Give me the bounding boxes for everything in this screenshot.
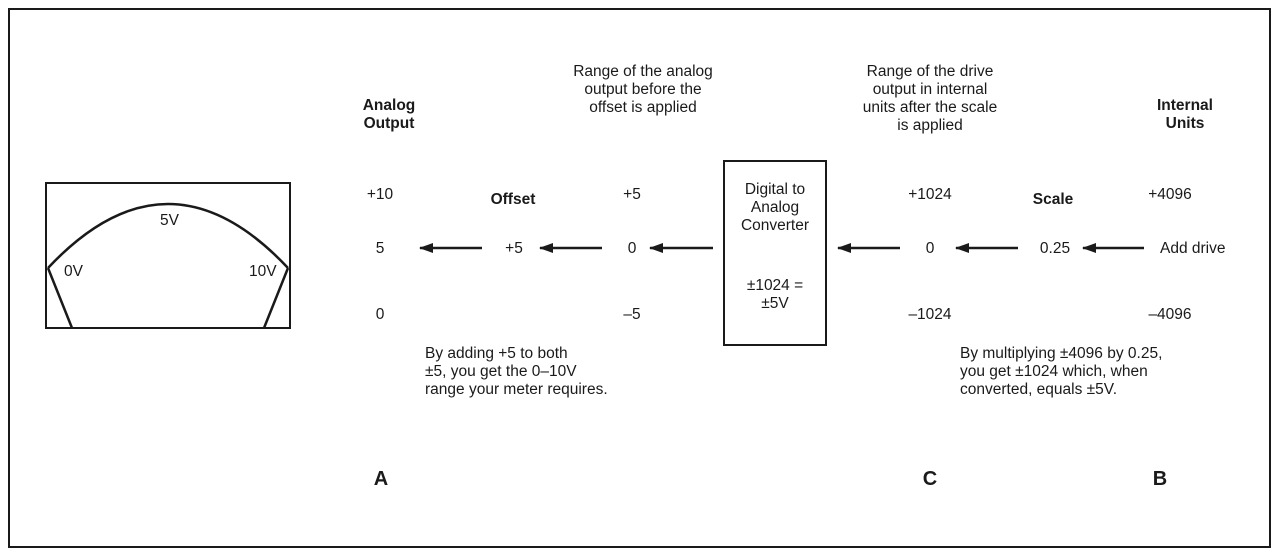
converter-line4: ±1024 = <box>746 277 804 294</box>
analog-meter <box>45 182 291 329</box>
after-scale-caption-line1: Range of the drive <box>866 63 994 80</box>
converter-line2: Analog <box>750 199 800 216</box>
label-c: C <box>922 468 938 490</box>
before-offset-bottom: –5 <box>623 306 641 323</box>
before-offset-caption: Range of the analog output before the of… <box>548 63 738 117</box>
meter-5v-label: 5V <box>160 212 179 229</box>
diagram-graphics <box>45 160 1144 346</box>
analog-output-heading: Analog Output <box>354 97 424 133</box>
internal-units-heading-line2: Units <box>1165 115 1205 132</box>
after-scale-bottom: –1024 <box>908 306 952 323</box>
after-scale-caption-line4: is applied <box>897 117 963 134</box>
analog-output-middle: 5 <box>375 240 385 257</box>
internal-units-top: +4096 <box>1148 186 1192 203</box>
scale-note: By multiplying ±4096 by 0.25, you get ±1… <box>960 345 1162 399</box>
meter-arc <box>47 202 289 269</box>
offset-value: +5 <box>505 240 523 257</box>
offset-note-line3: range your meter requires. <box>425 381 608 398</box>
add-drive-label: Add drive <box>1160 240 1226 257</box>
internal-units-bottom: –4096 <box>1148 306 1192 323</box>
converter-equation: ±1024 = ±5V <box>726 277 824 313</box>
meter-right-edge <box>262 267 290 329</box>
offset-note: By adding +5 to both ±5, you get the 0–1… <box>425 345 608 399</box>
meter-0v-label: 0V <box>64 263 83 280</box>
analog-output-heading-line1: Analog <box>362 97 416 114</box>
offset-note-line2: ±5, you get the 0–10V <box>425 363 577 380</box>
meter-left-edge <box>46 267 74 329</box>
scale-note-line1: By multiplying ±4096 by 0.25, <box>960 345 1163 362</box>
after-scale-middle: 0 <box>925 240 935 257</box>
converter-line5: ±5V <box>761 295 789 312</box>
scale-note-line2: you get ±1024 which, when <box>960 363 1148 380</box>
before-offset-caption-line3: offset is applied <box>589 99 697 116</box>
offset-heading: Offset <box>490 191 536 208</box>
converter-box <box>723 160 827 346</box>
offset-note-line1: By adding +5 to both <box>425 345 568 362</box>
analog-output-heading-line2: Output <box>363 115 415 132</box>
analog-output-top: +10 <box>366 186 394 203</box>
internal-units-heading: Internal Units <box>1145 97 1225 133</box>
analog-output-bottom: 0 <box>375 306 385 323</box>
before-offset-caption-line2: output before the <box>584 81 702 98</box>
scale-heading: Scale <box>1032 191 1074 208</box>
label-a: A <box>373 468 389 490</box>
after-scale-caption-line2: output in internal <box>872 81 988 98</box>
before-offset-caption-line1: Range of the analog <box>573 63 713 80</box>
meter-10v-label: 10V <box>249 263 277 280</box>
after-scale-caption: Range of the drive output in internal un… <box>830 63 1030 135</box>
converter-line1: Digital to <box>744 181 806 198</box>
converter-line3: Converter <box>740 217 810 234</box>
scale-value: 0.25 <box>1039 240 1071 257</box>
after-scale-top: +1024 <box>908 186 952 203</box>
scale-note-line3: converted, equals ±5V. <box>960 381 1118 398</box>
after-scale-caption-line3: units after the scale <box>862 99 998 116</box>
meter-face <box>45 182 291 329</box>
converter-label: Digital to Analog Converter <box>726 181 824 235</box>
label-b: B <box>1152 468 1168 490</box>
before-offset-top: +5 <box>623 186 641 203</box>
internal-units-heading-line1: Internal <box>1157 97 1213 114</box>
before-offset-middle: 0 <box>627 240 637 257</box>
